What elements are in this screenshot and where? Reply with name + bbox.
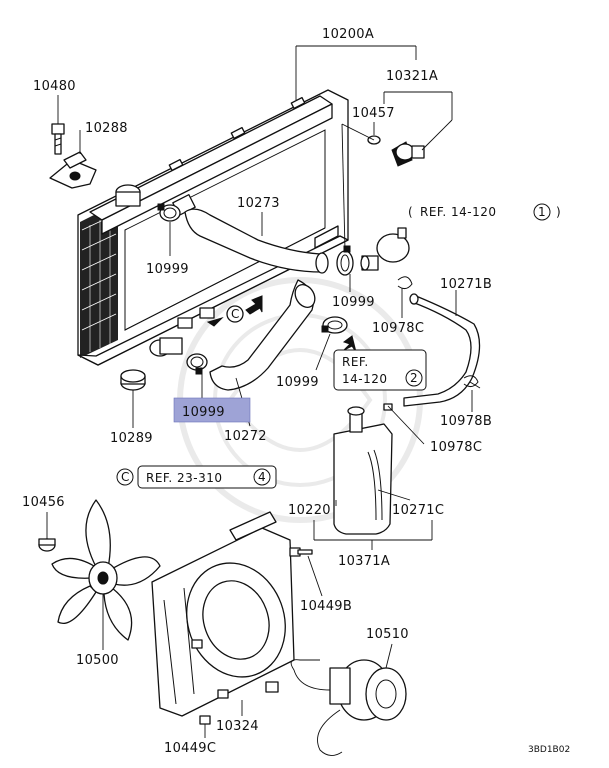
label-10220[interactable]: 10220 [288,503,331,518]
part-labels: 10200A 10321A 10457 10480 10288 10273 10… [22,27,492,756]
clamp-10999-lower-left[interactable] [186,353,208,375]
ref-open-paren: ( [408,205,413,219]
clip-10978C-upper[interactable] [397,276,413,290]
ref-14-120-text: REF. 14-120 [420,205,497,219]
label-10978C[interactable]: 10978C [372,321,424,336]
label-10999-c[interactable]: 10999 [276,375,319,390]
clamp-10999-upper-right[interactable] [336,245,354,276]
ref-14-120-number: 1 [538,205,546,219]
label-10510[interactable]: 10510 [366,627,409,642]
upper-hose-10273[interactable] [184,208,329,274]
label-10321A[interactable]: 10321A [386,69,438,84]
ref3-number: 4 [258,470,266,484]
ref-callout-14-120-2[interactable]: REF. 14-120 2 [333,335,427,391]
label-10324[interactable]: 10324 [216,719,259,734]
label-10500[interactable]: 10500 [76,653,119,668]
ref2-number: 2 [410,371,418,385]
label-10978B[interactable]: 10978B [440,414,492,429]
clamp-10999-upper-left[interactable] [157,203,181,222]
bolt-10480[interactable] [51,123,65,155]
label-10480[interactable]: 10480 [33,79,76,94]
diagram-code: 3BD1B02 [528,745,570,755]
label-10449C[interactable]: 10449C [164,741,216,756]
label-10288[interactable]: 10288 [85,121,128,136]
drain-plug-10289[interactable] [120,369,146,391]
label-10449B[interactable]: 10449B [300,599,352,614]
label-10457[interactable]: 10457 [352,106,395,121]
highlight-box [173,397,251,423]
label-10271B[interactable]: 10271B [440,277,492,292]
label-10200A[interactable]: 10200A [322,27,374,42]
label-10978C-2[interactable]: 10978C [430,440,482,455]
label-10289[interactable]: 10289 [110,431,153,446]
ref-callout-23-310-4[interactable]: C REF. 23-310 4 [116,465,277,489]
label-10371A[interactable]: 10371A [338,554,390,569]
clip-10978B[interactable] [463,375,481,389]
ref2-line1: REF. [342,355,369,369]
label-10999-d-highlighted[interactable]: 10999 [182,405,225,420]
label-10456[interactable]: 10456 [22,495,65,510]
ref2-line2: 14-120 [342,372,388,386]
label-10271C[interactable]: 10271C [392,503,444,518]
bolt-10449C[interactable] [199,715,211,725]
svg-text:C: C [231,307,240,321]
connector-c-upper: C [206,295,263,327]
thermostat-housing[interactable] [360,227,410,271]
cap-10321A[interactable] [391,141,425,167]
fan-10500[interactable] [51,499,161,641]
fan-motor-10510[interactable] [265,659,407,756]
nut-10456[interactable] [38,538,56,552]
bolt-10449B[interactable] [289,547,313,557]
label-10273[interactable]: 10273 [237,196,280,211]
overflow-hose-10271B[interactable] [403,293,481,407]
ref3-text: REF. 23-310 [146,471,223,485]
bracket-10288[interactable] [49,151,97,189]
label-10999-b[interactable]: 10999 [332,295,375,310]
ref-close-paren: ) [556,205,561,219]
label-10999-a[interactable]: 10999 [146,262,189,277]
lower-hose-10272[interactable] [209,279,319,391]
ref-callout-14-120-1[interactable]: REF. 14-120 1 ( ) [408,203,561,221]
ref3-conn-letter: C [121,470,130,484]
label-10272[interactable]: 10272 [224,429,267,444]
reservoir-tank-10220[interactable] [333,403,393,535]
clamp-10999-lower-right[interactable] [321,316,348,334]
radiator-fins [80,203,118,358]
